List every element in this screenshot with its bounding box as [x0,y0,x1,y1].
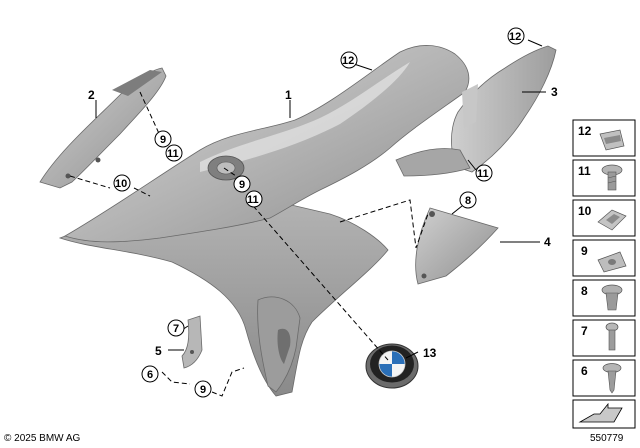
clip-nut-icon [599,129,625,151]
callout-10: 10 [115,178,127,190]
callout-9-bottom: 9 [200,384,206,396]
tapping-screw-icon [602,363,622,394]
small-bracket [181,315,203,369]
callout-1: 1 [285,88,292,102]
left-bracket [39,67,167,189]
spring-clip-icon [597,209,627,231]
callout-11-left: 11 [167,148,179,160]
callout-11-right: 11 [477,168,489,180]
arrow-icon [578,402,623,423]
callout-3: 3 [551,85,558,99]
legend-label-6: 6 [581,364,588,378]
expanding-rivet-icon [601,284,623,311]
callout-8: 8 [465,195,471,207]
leader-lines [69,39,546,397]
callout-11-center: 11 [247,194,259,206]
callouts: 1 2 3 4 5 13 12 12 9 11 9 11 10 11 8 7 6… [88,27,558,398]
callout-6: 6 [147,369,153,381]
legend-label-11: 11 [578,164,591,178]
callout-7: 7 [173,323,179,335]
legend-label-7: 7 [581,324,588,338]
legend-label-8: 8 [581,284,588,298]
callout-9-center: 9 [239,179,245,191]
callout-2: 2 [88,88,95,102]
legend-label-9: 9 [581,244,588,258]
screw-icon [605,322,619,351]
callout-12-right: 12 [509,31,521,43]
callout-9-left: 9 [160,134,166,146]
fastener-legend: 12 11 10 9 8 [572,119,636,429]
torx-screw-icon [601,164,623,191]
reference-number: 550779 [590,433,624,444]
top-right-cover [395,45,557,177]
callout-12-top: 12 [342,55,354,67]
legend-label-10: 10 [578,204,592,218]
callout-13: 13 [423,346,437,360]
callout-5: 5 [155,344,162,358]
callout-4: 4 [544,235,551,249]
speed-nut-icon [597,251,627,273]
small-triangle-cover [415,207,499,285]
copyright-text: © 2025 BMW AG [4,433,81,444]
legend-label-12: 12 [578,124,592,138]
main-side-panel [58,45,470,397]
bmw-badge [365,343,419,389]
